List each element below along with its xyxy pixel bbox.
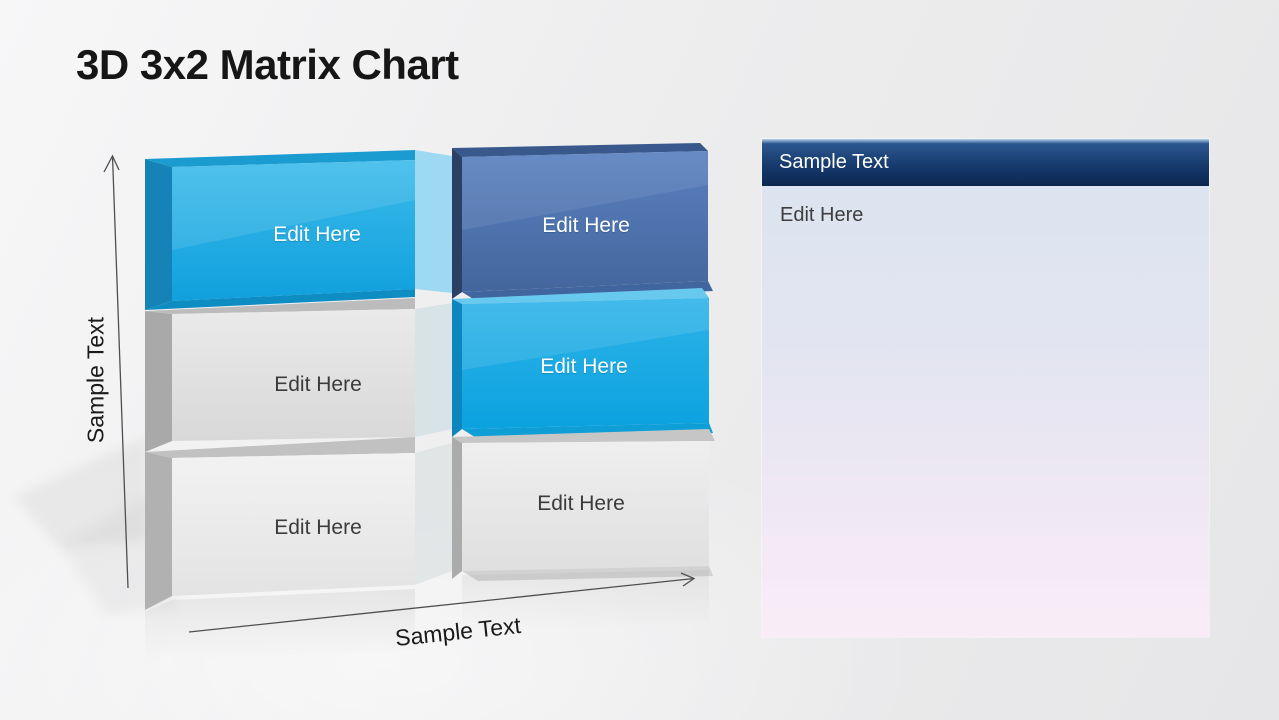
- box-right-face: [415, 303, 452, 437]
- box-side-face: [145, 311, 172, 452]
- x-axis-arrowhead-icon: [680, 572, 696, 587]
- side-panel-body-text[interactable]: Edit Here: [780, 204, 864, 226]
- box-right-face: [415, 443, 452, 585]
- box-top-face: [452, 429, 715, 443]
- matrix-box-middle-left[interactable]: [145, 298, 452, 452]
- box-front-face: [172, 309, 415, 441]
- box-front-face: [172, 453, 415, 596]
- matrix-box-top-left[interactable]: [145, 150, 452, 310]
- box-front-face: [172, 160, 415, 301]
- box-top-face: [145, 298, 415, 314]
- box-top-face: [145, 437, 415, 458]
- matrix-cell-label-bottom-left[interactable]: Edit Here: [274, 516, 362, 539]
- box-top-face: [145, 150, 415, 167]
- matrix-cell-label-top-left[interactable]: Edit Here: [273, 223, 361, 246]
- box-left-edge: [452, 437, 462, 579]
- matrix-box-top-right[interactable]: [452, 143, 713, 302]
- box-front-face: [462, 151, 708, 292]
- y-axis-arrowhead-icon: [103, 154, 120, 173]
- matrix-cell-label-middle-left[interactable]: Edit Here: [274, 373, 362, 396]
- box-front-face: [462, 441, 709, 571]
- box-bottom-lip: [145, 289, 415, 310]
- matrix-cell-label-top-right[interactable]: Edit Here: [542, 214, 630, 237]
- slide-title[interactable]: 3D 3x2 Matrix Chart: [76, 41, 459, 88]
- x-axis: [188, 572, 696, 633]
- box-left-edge: [452, 148, 462, 299]
- side-panel-body: Edit Here: [762, 186, 1209, 637]
- y-axis-line: [111, 155, 129, 589]
- matrix-cell-label-middle-right[interactable]: Edit Here: [540, 355, 628, 378]
- box-sheen: [462, 298, 709, 370]
- floor-reflection: [145, 570, 709, 662]
- box-top-face: [452, 143, 708, 157]
- box-right-face: [415, 150, 452, 293]
- matrix-box-bottom-left[interactable]: [145, 437, 452, 610]
- x-axis-line: [188, 577, 695, 633]
- box-sheen: [462, 151, 708, 230]
- box-left-edge: [452, 299, 462, 437]
- y-axis: [103, 154, 129, 589]
- box-front-face: [462, 298, 709, 429]
- box-top-face: [452, 288, 709, 304]
- side-panel: Sample Text Edit Here: [762, 139, 1209, 637]
- box-sheen: [172, 160, 415, 250]
- side-panel-header[interactable]: Sample Text: [762, 139, 1209, 186]
- matrix-cell-label-bottom-right[interactable]: Edit Here: [537, 492, 625, 515]
- box-side-face: [145, 452, 172, 610]
- y-axis-label[interactable]: Sample Text: [82, 316, 109, 444]
- box-side-face: [145, 159, 172, 310]
